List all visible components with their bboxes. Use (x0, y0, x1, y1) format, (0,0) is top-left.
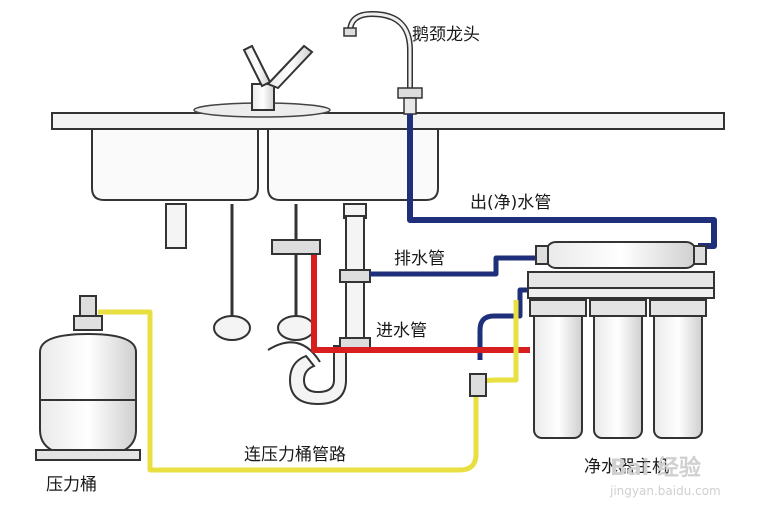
label-outlet-pipe: 出(净)水管 (470, 193, 552, 213)
gooseneck-faucet (343, 10, 423, 115)
watermark: Bai 经验 jingyan.baidu.com (610, 450, 721, 498)
pressure-tank (35, 295, 141, 461)
label-tank-line: 连压力桶管路 (244, 445, 346, 465)
label-inlet-pipe: 进水管 (376, 321, 427, 341)
countertop (51, 102, 725, 130)
purifier-unit (527, 241, 715, 439)
inlet-valve (271, 234, 321, 255)
main-faucet (242, 44, 314, 111)
label-purifier: 净水器主机 (584, 457, 669, 477)
label-gooseneck-faucet: 鹅颈龙头 (412, 25, 480, 45)
drain-pipe (370, 255, 546, 360)
watermark-brand: Bai 经验 (610, 456, 701, 481)
outlet-pipe (407, 114, 717, 249)
tee-fitting (469, 373, 487, 397)
sink-basin-left (91, 127, 259, 201)
tank-line (98, 300, 519, 473)
watermark-url: jingyan.baidu.com (610, 484, 721, 498)
sink-basin-right (267, 127, 439, 201)
drain-assembly (165, 203, 371, 406)
label-drain-pipe: 排水管 (394, 249, 445, 269)
label-pressure-tank: 压力桶 (46, 475, 97, 495)
